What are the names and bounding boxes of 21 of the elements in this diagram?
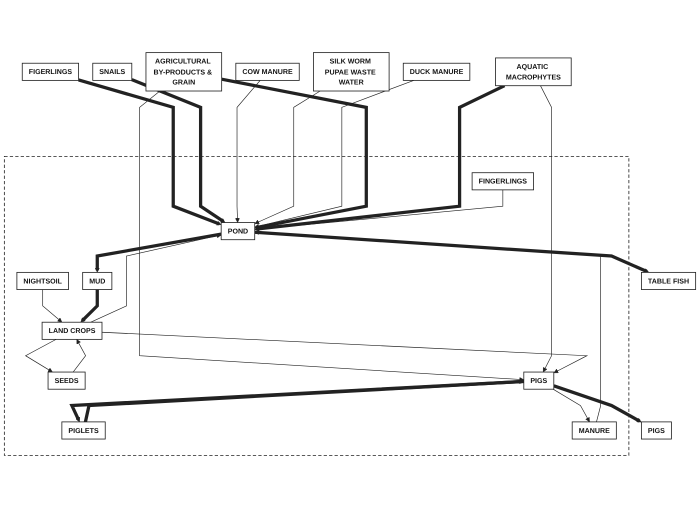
arrow [78, 78, 222, 226]
arrow [24, 339, 56, 372]
arrow [221, 78, 368, 230]
arrow [90, 233, 222, 323]
arrow [553, 384, 642, 422]
arrow [42, 289, 62, 322]
arrow [254, 190, 504, 232]
arrow [254, 84, 506, 232]
arrow [131, 78, 226, 223]
arrow [94, 232, 222, 273]
arrow [540, 85, 552, 372]
arrow [552, 388, 590, 422]
arrow [254, 80, 414, 228]
arrow [235, 80, 260, 223]
arrow [254, 230, 650, 273]
arrow [80, 290, 99, 322]
arrow [254, 90, 321, 224]
arrow [72, 339, 86, 372]
arrow [139, 90, 524, 382]
arrow [102, 332, 588, 374]
cluster [4, 156, 630, 456]
